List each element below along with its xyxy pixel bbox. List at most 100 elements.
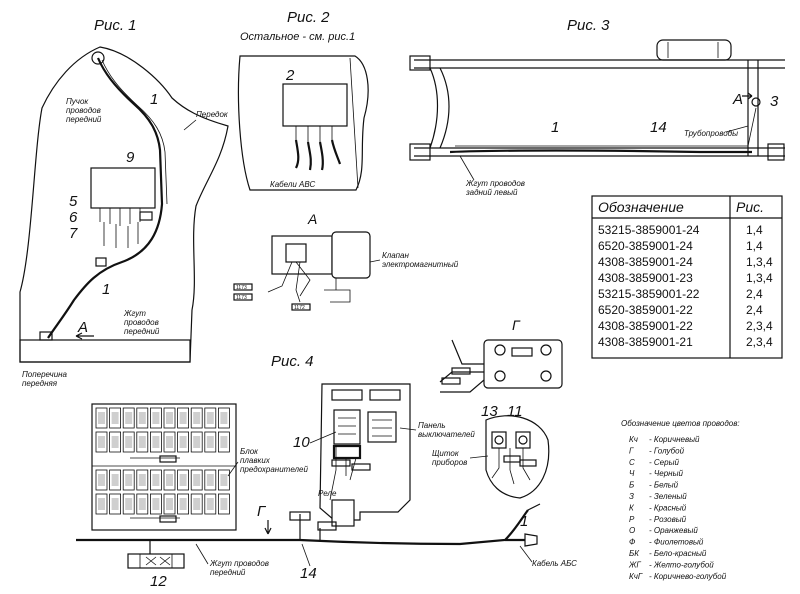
legend-code: Ч — [629, 469, 635, 478]
switch-panel-label: Панель выключателей — [418, 421, 475, 439]
table-cell-designation: 4308-3859001-24 — [598, 255, 693, 269]
fuse-block-leader — [227, 461, 239, 477]
pipelines — [455, 107, 757, 147]
fuse-insert — [206, 436, 214, 448]
fuse-insert — [152, 436, 160, 448]
fuse-cell — [95, 431, 108, 453]
fuse-cell — [177, 431, 190, 453]
table-header-designation: Обозначение — [598, 199, 684, 215]
cluster-tag-2 — [519, 459, 537, 467]
fuse-cell — [122, 407, 135, 429]
fuse-insert — [193, 436, 201, 448]
fuse-cell — [95, 493, 108, 515]
table-cell-fig: 2,3,4 — [746, 319, 773, 333]
fuse-insert — [179, 412, 187, 424]
switch-block-right — [367, 411, 397, 443]
valve-body — [271, 235, 333, 275]
label-1-fig3: 1 — [551, 119, 559, 136]
bolt-3 — [494, 370, 506, 382]
gauge-11 — [515, 431, 531, 449]
table-cell-fig: 2,3,4 — [746, 335, 773, 349]
tag-1172 — [291, 303, 311, 311]
fuse-insert — [125, 474, 133, 486]
fuse-cell — [109, 493, 121, 515]
fuse-insert — [179, 436, 187, 448]
table-cell-fig: 2,4 — [746, 287, 763, 301]
legend-description: - Черный — [649, 469, 683, 478]
fuse-insert — [179, 474, 187, 486]
table-cell-designation: 53215-3859001-22 — [598, 287, 700, 301]
legend-code: Б — [629, 481, 634, 490]
fuse-cell — [95, 469, 108, 491]
fig1-clamp-3 — [39, 331, 53, 341]
legend-description: - Зеленый — [649, 492, 687, 501]
fuse-insert — [206, 498, 214, 510]
front-harness-leader — [195, 543, 209, 565]
table-header-fig: Рис. — [736, 199, 764, 215]
gauge-13-dial — [494, 435, 504, 445]
legend-title: Обозначение цветов проводов: — [621, 419, 740, 428]
fuse-insert — [111, 474, 119, 486]
fuse-insert — [166, 412, 173, 424]
legend-code: ЖГ — [628, 560, 641, 569]
fuse-insert — [111, 436, 119, 448]
fuse-cell — [122, 431, 135, 453]
label-6: 6 — [69, 209, 78, 226]
fuse-cell — [109, 431, 121, 453]
fuse-insert — [193, 412, 201, 424]
fuse-insert — [125, 498, 133, 510]
valve-label: Клапан электромагнитный — [382, 251, 459, 269]
tag-1173-b-text: 1173 — [236, 295, 247, 301]
fig4-caption: Рис. 4 — [271, 353, 314, 370]
fuse-cell — [136, 493, 149, 515]
unit-connectors — [99, 208, 141, 248]
fuse-cell — [163, 407, 176, 429]
tag-1173-a-text: 1173 — [236, 285, 247, 291]
switch-panel-leader — [399, 427, 417, 431]
fuse-insert — [125, 436, 133, 448]
fuse-cell — [190, 493, 203, 515]
fuse-insert — [98, 412, 105, 424]
fuse-cell — [149, 431, 162, 453]
legend-description: - Оранжевый — [649, 526, 698, 535]
fuse-cell — [109, 469, 121, 491]
fuse-cell — [136, 469, 149, 491]
fuse-insert — [206, 474, 214, 486]
front-harness-label-fig4: Жгут проводов передний — [209, 559, 271, 577]
fuse-cell — [177, 469, 190, 491]
fuse-tag-2 — [159, 515, 177, 523]
legend-code: С — [629, 458, 635, 467]
view-g-title: Г — [512, 317, 521, 333]
label-10: 10 — [293, 434, 310, 451]
relay — [331, 499, 355, 527]
label-10-leader — [309, 431, 337, 444]
table-cell-designation: 6520-3859001-24 — [598, 239, 693, 253]
panel-slot-1 — [331, 389, 363, 401]
label-2: 2 — [285, 67, 295, 84]
label-14-fig4: 14 — [300, 565, 317, 582]
fig1-harness-1b — [101, 59, 168, 205]
view-g-arrow — [264, 520, 272, 535]
fuse-cell — [190, 469, 203, 491]
relay-connector-2 — [317, 521, 337, 531]
fuse-cell — [95, 407, 108, 429]
front-harness-branch — [299, 503, 541, 540]
switch-keys — [338, 417, 392, 437]
rear-harness-leader — [459, 155, 475, 181]
fuse-cell — [149, 469, 162, 491]
front-bundle-label: Пучок проводов передний — [66, 97, 103, 124]
tag-1173-b — [233, 293, 253, 301]
fuse-insert — [220, 498, 228, 510]
legend-description: - Красный — [649, 503, 687, 512]
fig2-edge — [349, 57, 359, 189]
legend-code: БК — [629, 549, 640, 558]
legend-description: - Белый — [649, 481, 679, 490]
legend-description: - Коричнево-голубой — [649, 572, 727, 581]
fuse-insert — [206, 412, 214, 424]
switch-panel — [319, 383, 411, 521]
switch-block-left — [333, 409, 361, 445]
